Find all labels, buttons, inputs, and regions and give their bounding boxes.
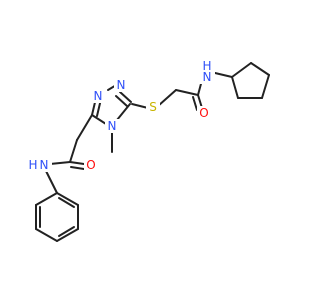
bond-ch2-carbonyl-left — [69, 139, 78, 163]
bond-ch2-carbonyl-right — [175, 89, 199, 96]
bond-carbonyl-o-left-b — [70, 166, 85, 170]
atom-n-triazole-methyl: N — [105, 119, 119, 133]
bond-ph-inner-1 — [58, 197, 75, 208]
atom-label-n: N — [40, 158, 49, 172]
bond-cp-1 — [231, 62, 252, 78]
bonds — [35, 62, 270, 242]
molecule-diagram: N N N S O H N O H N — [28, 59, 270, 242]
bond-c3-s — [131, 103, 149, 109]
bond-carbonyl-o-left-a — [69, 161, 85, 165]
bond-nh-cyclopentyl — [214, 72, 233, 78]
atom-label-n: N — [94, 89, 103, 103]
bond-s-ch2 — [157, 89, 177, 107]
atom-label-n: N — [117, 78, 126, 92]
atom-nh-amide-right: H N — [199, 59, 215, 84]
atom-label-n: N — [203, 70, 212, 84]
atom-label-o: O — [86, 158, 95, 172]
bond-n2-c3 — [119, 91, 132, 103]
bond-carbonyl-o-right-b — [192, 96, 198, 111]
atom-label-n: N — [108, 119, 117, 133]
bond-cp-3 — [261, 74, 270, 99]
bond-c3-n4 — [116, 103, 131, 121]
atom-n-triazole-right: N — [114, 78, 128, 92]
bond-c5-ch2-left — [76, 114, 93, 141]
atom-labels: N N N S O H N O H N — [28, 59, 215, 172]
bond-ph-1 — [56, 192, 79, 206]
atom-label-h: H — [28, 158, 37, 172]
atom-s-thioether: S — [146, 100, 160, 114]
atom-label-o: O — [199, 106, 208, 120]
atom-nh-amide-left: H N — [28, 158, 52, 172]
bond-cp-5 — [231, 76, 239, 99]
molecule-structure: N N N S O H N O H N — [28, 59, 270, 242]
bond-cp-2 — [250, 62, 270, 76]
bond-ph-3 — [56, 228, 79, 242]
atom-n-triazole-left: N — [91, 89, 105, 103]
bond-n2-c3-double — [115, 95, 128, 107]
atom-label-s: S — [149, 100, 157, 114]
bond-ph-6 — [35, 192, 58, 206]
bond-ph-inner-2 — [58, 226, 75, 237]
bond-n4-c5 — [91, 114, 107, 125]
bond-ph-4 — [35, 228, 58, 242]
atom-label-h: H — [202, 59, 211, 73]
bond-nh-phenyl — [45, 170, 58, 194]
bond-carbonyl-nh-left — [49, 161, 71, 165]
atom-o-amide-left: O — [84, 158, 98, 172]
atom-o-amide-right: O — [197, 106, 211, 120]
bond-carbonyl-o-right-a — [197, 94, 203, 109]
